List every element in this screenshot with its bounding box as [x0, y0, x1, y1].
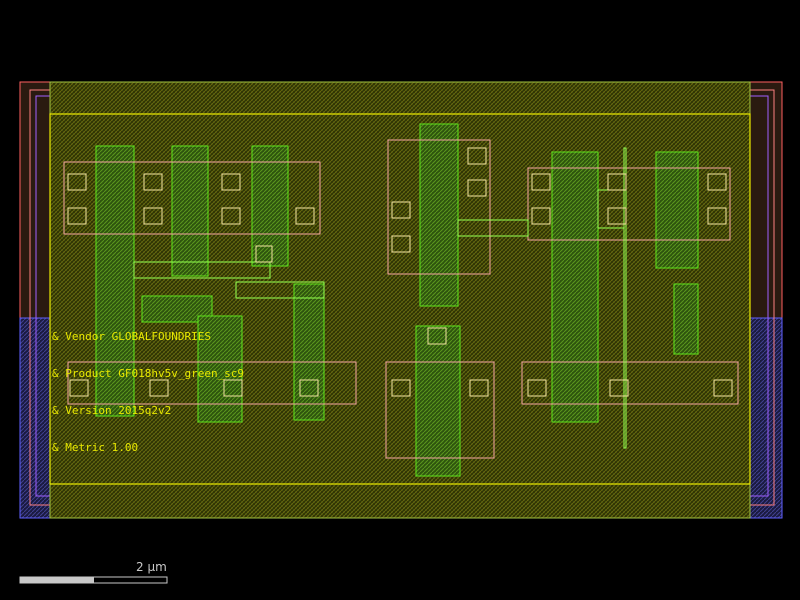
scale-bar-label: 2 µm [136, 560, 167, 574]
cell-boundary [49, 113, 751, 485]
product-label: & Product GF018hv5v_green_sc9 [52, 367, 244, 380]
metal-layer [133, 147, 627, 449]
metric-label: & Metric 1.00 [52, 441, 138, 454]
poly-layer [95, 123, 699, 477]
contact-layer [67, 147, 733, 397]
version-label: & Version 2015q2v2 [52, 404, 171, 417]
scale-bar: 2 µm [19, 560, 168, 584]
diffusion-layer [63, 139, 739, 459]
vendor-label: & Vendor GLOBALFOUNDRIES [52, 330, 211, 343]
